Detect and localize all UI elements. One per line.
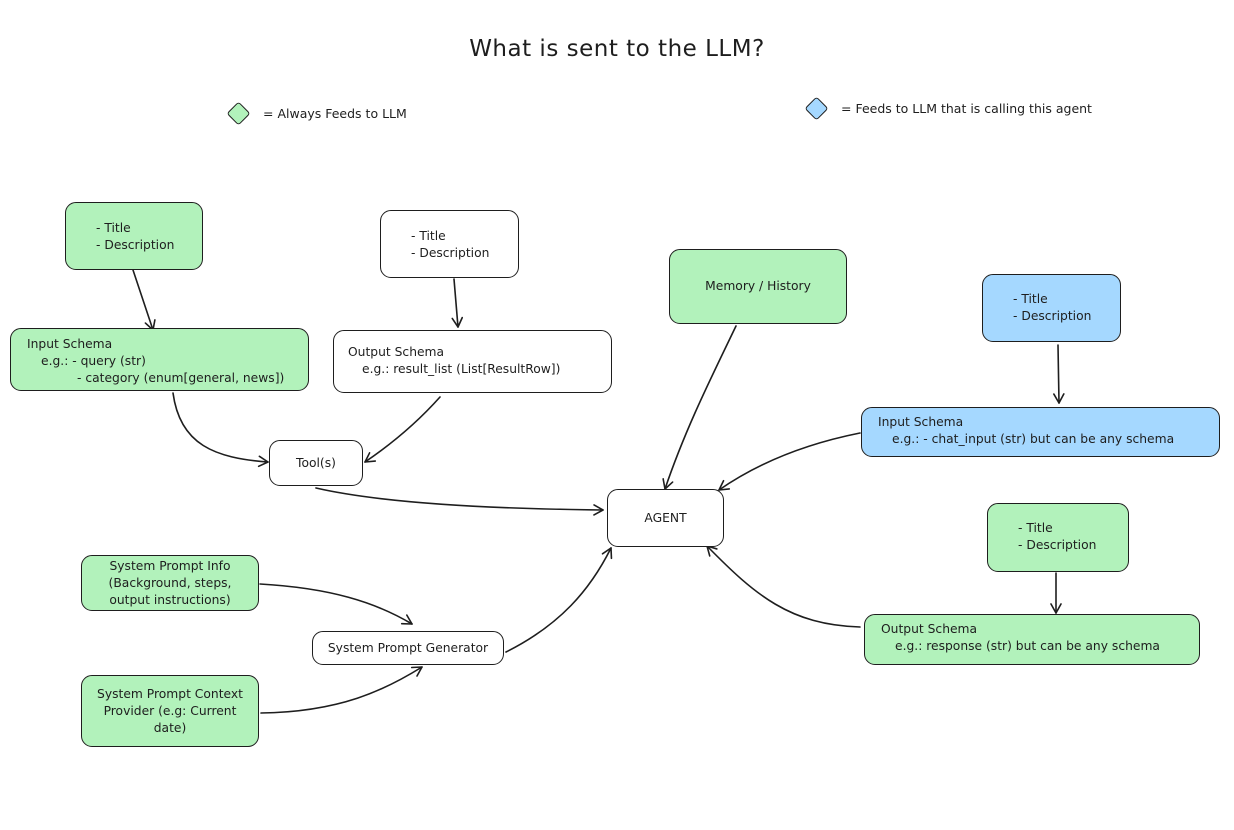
system-prompt-context-line2: Provider (e.g: Current bbox=[103, 703, 237, 718]
tools-node: Tool(s) bbox=[269, 440, 363, 486]
output-schema-heading: Output Schema bbox=[348, 345, 445, 359]
input-schema-example-line2: - category (enum[general, news]) bbox=[77, 371, 285, 385]
legend-calling-agent: = Feeds to LLM that is calling this agen… bbox=[804, 96, 1092, 121]
arrow-agent-input-title-to-schema bbox=[1053, 344, 1065, 404]
arrow-memory-to-agent bbox=[662, 325, 737, 490]
agent-input-schema-node: Input Schema e.g.: - chat_input (str) bu… bbox=[861, 407, 1220, 457]
system-prompt-info-node: System Prompt Info (Background, steps, o… bbox=[81, 555, 259, 611]
agent-node: AGENT bbox=[607, 489, 724, 547]
arrow-output-title-to-output-schema bbox=[451, 278, 464, 328]
description-item: - Description bbox=[96, 238, 175, 252]
memory-history-label: Memory / History bbox=[705, 279, 811, 293]
description-item: - Description bbox=[411, 246, 490, 260]
legend-always-feeds: = Always Feeds to LLM bbox=[226, 101, 407, 126]
input-schema-example-line1: e.g.: - query (str) bbox=[41, 354, 146, 368]
title-item: - Title bbox=[1013, 292, 1048, 306]
agent-output-schema-heading: Output Schema bbox=[881, 622, 978, 636]
agent-input-schema-example: e.g.: - chat_input (str) but can be any … bbox=[892, 432, 1175, 446]
system-prompt-context-line3: date) bbox=[153, 720, 187, 735]
arrow-agent-input-schema-to-agent bbox=[718, 432, 861, 491]
tools-label: Tool(s) bbox=[296, 455, 336, 470]
system-prompt-info-line3: output instructions) bbox=[109, 592, 231, 607]
arrow-generator-to-agent bbox=[505, 547, 613, 653]
tool-output-title-description-node: - Title - Description bbox=[380, 210, 519, 278]
agent-output-title-description-node: - Title - Description bbox=[987, 503, 1129, 572]
memory-history-node: Memory / History bbox=[669, 249, 847, 324]
arrow-tool-title-to-input-schema bbox=[132, 269, 156, 331]
agent-output-schema-node: Output Schema e.g.: response (str) but c… bbox=[864, 614, 1200, 665]
agent-label: AGENT bbox=[644, 510, 687, 525]
title-item: - Title bbox=[411, 229, 446, 243]
output-schema-example: e.g.: result_list (List[ResultRow]) bbox=[362, 362, 561, 376]
system-prompt-generator-node: System Prompt Generator bbox=[312, 631, 504, 665]
legend-calling-agent-label: = Feeds to LLM that is calling this agen… bbox=[841, 101, 1092, 116]
arrow-input-schema-to-tools bbox=[172, 392, 269, 468]
input-schema-heading: Input Schema bbox=[27, 337, 113, 351]
tool-output-schema-node: Output Schema e.g.: result_list (List[Re… bbox=[333, 330, 612, 393]
arrow-prompt-context-to-generator bbox=[260, 666, 423, 714]
blue-diamond-icon bbox=[804, 96, 829, 121]
system-prompt-info-line2: (Background, steps, bbox=[108, 575, 232, 590]
arrow-output-schema-to-tools bbox=[364, 396, 441, 463]
arrow-agent-output-schema-to-agent bbox=[706, 545, 861, 628]
title-item: - Title bbox=[1018, 521, 1053, 535]
tool-title-description-node: - Title - Description bbox=[65, 202, 203, 270]
title-item: - Title bbox=[96, 221, 131, 235]
system-prompt-info-line1: System Prompt Info bbox=[109, 558, 231, 573]
tool-input-schema-node: Input Schema e.g.: - query (str) - categ… bbox=[10, 328, 309, 391]
agent-output-schema-example: e.g.: response (str) but can be any sche… bbox=[895, 639, 1160, 653]
green-diamond-icon bbox=[226, 101, 251, 126]
agent-input-schema-heading: Input Schema bbox=[878, 415, 964, 429]
system-prompt-context-provider-node: System Prompt Context Provider (e.g: Cur… bbox=[81, 675, 259, 747]
arrow-prompt-info-to-generator bbox=[259, 583, 413, 625]
arrow-tools-to-agent bbox=[315, 487, 604, 516]
description-item: - Description bbox=[1018, 538, 1097, 552]
legend-always-feeds-label: = Always Feeds to LLM bbox=[263, 106, 407, 121]
agent-input-title-description-node: - Title - Description bbox=[982, 274, 1121, 342]
description-item: - Description bbox=[1013, 309, 1092, 323]
diagram-title: What is sent to the LLM? bbox=[469, 36, 765, 62]
system-prompt-generator-label: System Prompt Generator bbox=[327, 640, 489, 655]
system-prompt-context-line1: System Prompt Context bbox=[97, 686, 243, 701]
